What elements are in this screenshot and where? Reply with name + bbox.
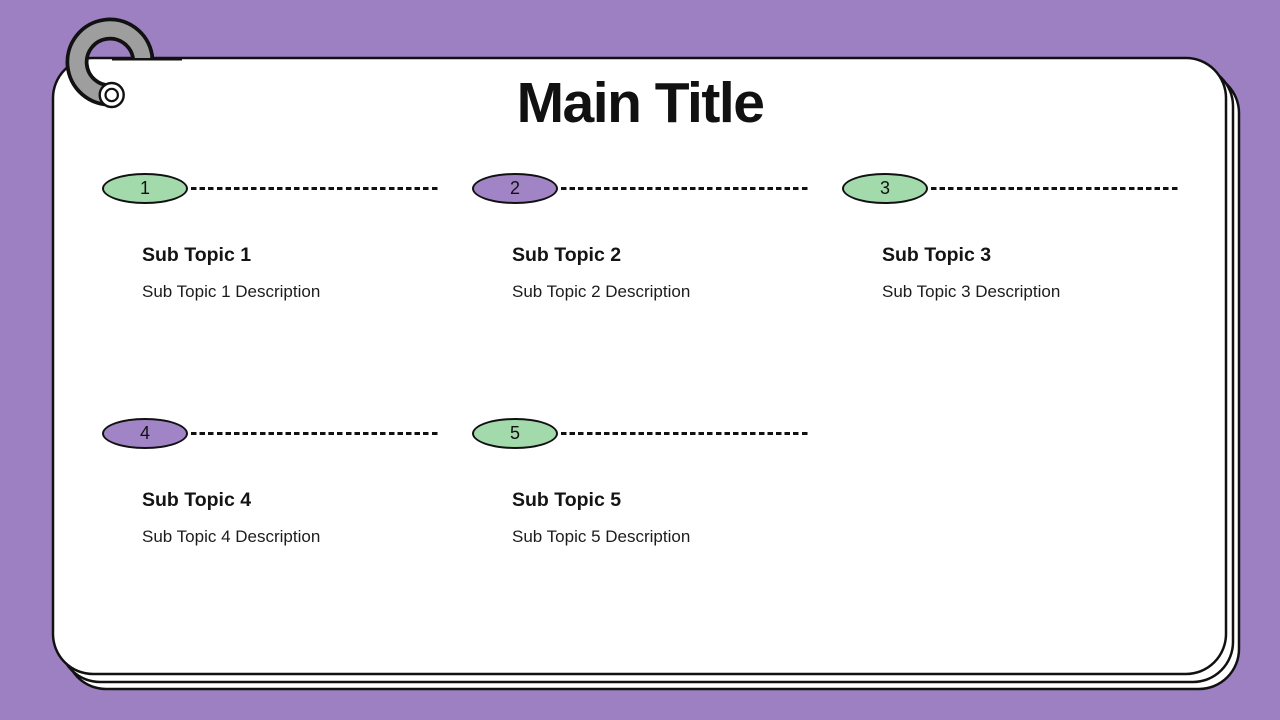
topic-1-connector-row: 1 <box>102 172 440 205</box>
dashed-connector <box>561 187 810 190</box>
topic-3-connector-row: 3 <box>842 172 1180 205</box>
binder-ring-icon <box>65 17 154 107</box>
topic-4-title: Sub Topic 4 <box>142 489 252 511</box>
topic-item-4: 4 Sub Topic 4 Sub Topic 4 Description <box>102 417 440 547</box>
topic-item-3: 3 Sub Topic 3 Sub Topic 3 Description <box>842 172 1180 302</box>
topic-3-number: 3 <box>879 178 890 198</box>
topic-3-number-badge: 3 <box>842 173 928 204</box>
topic-2-connector-row: 2 <box>472 172 810 205</box>
topic-3-description: Sub Topic 3 Description <box>882 282 1061 301</box>
topic-5-title: Sub Topic 5 <box>512 489 622 511</box>
topic-2-title: Sub Topic 2 <box>512 244 622 266</box>
topic-4-description: Sub Topic 4 Description <box>142 527 321 546</box>
main-title: Main Title <box>516 71 765 135</box>
topic-item-2: 2 Sub Topic 2 Sub Topic 2 Description <box>472 172 810 302</box>
topic-4-number: 4 <box>139 423 150 443</box>
dashed-connector <box>191 187 440 190</box>
dashed-connector <box>191 432 440 435</box>
topic-1-number-badge: 1 <box>102 173 188 204</box>
topic-1-description: Sub Topic 1 Description <box>142 282 321 301</box>
topic-5-number-badge: 5 <box>472 418 558 449</box>
topic-1-title: Sub Topic 1 <box>142 244 252 266</box>
topic-4-connector-row: 4 <box>102 417 440 450</box>
topic-4-number-badge: 4 <box>102 418 188 449</box>
topic-1-number: 1 <box>139 178 150 198</box>
dashed-connector <box>561 432 810 435</box>
dashed-connector <box>931 187 1180 190</box>
topic-2-description: Sub Topic 2 Description <box>512 282 691 301</box>
ring-eyelet-icon <box>98 81 125 109</box>
topic-2-number: 2 <box>509 178 520 198</box>
topic-5-connector-row: 5 <box>472 417 810 450</box>
topic-item-1: 1 Sub Topic 1 Sub Topic 1 Description <box>102 172 440 302</box>
page-sheet-front <box>51 56 1228 676</box>
topic-5-description: Sub Topic 5 Description <box>512 527 691 546</box>
topic-3-title: Sub Topic 3 <box>882 244 992 266</box>
topic-item-5: 5 Sub Topic 5 Sub Topic 5 Description <box>472 417 810 547</box>
topic-5-number: 5 <box>509 423 520 443</box>
topic-2-number-badge: 2 <box>472 173 558 204</box>
